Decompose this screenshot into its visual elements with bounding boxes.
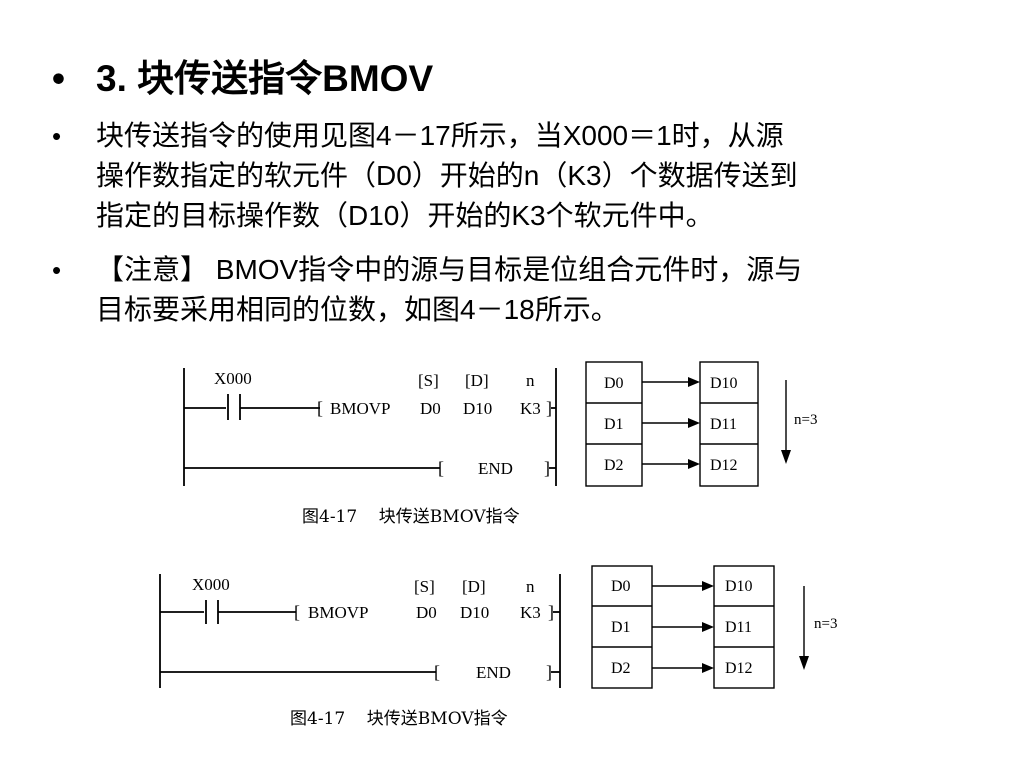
target-register: D10 bbox=[710, 375, 738, 392]
figure-caption: 图4-17 块传送BMOV指令 bbox=[302, 507, 520, 527]
bullet-line: 块传送指令的使用见图4－17所示，当X000＝1时，从源 bbox=[96, 120, 784, 151]
end-bracket-close: ] bbox=[544, 458, 550, 478]
target-register-block bbox=[699, 361, 759, 487]
dest-operand: D10 bbox=[460, 603, 489, 622]
contact-label: X000 bbox=[214, 369, 252, 388]
instruction-bracket-open: [ bbox=[294, 602, 300, 622]
figure-ladder-diagram-1: X000 [S] [D] n [ BMOVP D0 D10 K3 ] [ END… bbox=[180, 356, 860, 536]
target-register: D12 bbox=[725, 660, 753, 677]
instruction-bracket-close: ] bbox=[546, 398, 552, 418]
target-register: D11 bbox=[710, 416, 737, 433]
operand-header-d: [D] bbox=[465, 371, 489, 390]
operand-header-d: [D] bbox=[462, 577, 486, 596]
figure-ladder-diagram-2: X000 [S] [D] n [ BMOVP D0 D10 K3 ] [ END… bbox=[156, 560, 876, 740]
source-register: D2 bbox=[604, 457, 624, 474]
bullet-text: 【注意】 BMOV指令中的源与目标是位组合元件时，源与 目标要采用相同的位数，如… bbox=[96, 250, 962, 330]
bullet-line: 操作数指定的软元件（D0）开始的n（K3）个数据传送到 bbox=[96, 160, 798, 191]
bullet-marker: • bbox=[52, 255, 62, 285]
contact-label: X000 bbox=[192, 575, 230, 594]
operand-header-n: n bbox=[526, 371, 535, 390]
instruction-bracket-close: ] bbox=[548, 602, 554, 622]
target-register: D11 bbox=[725, 619, 752, 636]
count-label: n=3 bbox=[794, 412, 817, 428]
arrow-head bbox=[688, 459, 700, 469]
arrow-head bbox=[688, 377, 700, 387]
end-bracket-close: ] bbox=[546, 662, 552, 682]
bullet-marker: • bbox=[52, 121, 62, 151]
arrow-head bbox=[702, 581, 714, 591]
source-register: D2 bbox=[611, 660, 631, 677]
bullet-line: 目标要采用相同的位数，如图4－18所示。 bbox=[96, 294, 619, 325]
operand-header-n: n bbox=[526, 577, 535, 596]
source-register-block bbox=[585, 361, 643, 487]
bullet-item-usage: • 块传送指令的使用见图4－17所示，当X000＝1时，从源 操作数指定的软元件… bbox=[52, 116, 962, 236]
arrow-head bbox=[702, 622, 714, 632]
instruction-name: BMOVP bbox=[330, 399, 390, 418]
source-register: D1 bbox=[604, 416, 624, 433]
bullet-text: 块传送指令的使用见图4－17所示，当X000＝1时，从源 操作数指定的软元件（D… bbox=[96, 116, 962, 236]
source-register-block bbox=[591, 565, 653, 689]
figure-caption: 图4-17 块传送BMOV指令 bbox=[290, 709, 508, 729]
source-register: D0 bbox=[604, 375, 624, 392]
arrow-head bbox=[688, 418, 700, 428]
source-register: D0 bbox=[611, 578, 631, 595]
bullet-line: 指定的目标操作数（D10）开始的K3个软元件中。 bbox=[96, 200, 714, 231]
count-operand: K3 bbox=[520, 603, 541, 622]
title-bullet: • bbox=[52, 58, 65, 99]
ladder-diagram-svg: X000 [S] [D] n [ BMOVP D0 D10 K3 ] [ END… bbox=[159, 565, 837, 729]
end-instruction: END bbox=[478, 459, 513, 478]
dest-operand: D10 bbox=[463, 399, 492, 418]
count-operand: K3 bbox=[520, 399, 541, 418]
target-register-block bbox=[713, 565, 775, 689]
operand-header-s: [S] bbox=[418, 371, 439, 390]
instruction-name: BMOVP bbox=[308, 603, 368, 622]
slide-title: • 3. 块传送指令BMOV bbox=[52, 54, 962, 104]
end-bracket-open: [ bbox=[434, 662, 440, 682]
end-instruction: END bbox=[476, 663, 511, 682]
arrow-head bbox=[781, 450, 791, 464]
bullet-item-note: • 【注意】 BMOV指令中的源与目标是位组合元件时，源与 目标要采用相同的位数… bbox=[52, 250, 962, 330]
end-bracket-open: [ bbox=[438, 458, 444, 478]
operand-header-s: [S] bbox=[414, 577, 435, 596]
source-operand: D0 bbox=[416, 603, 437, 622]
target-register: D10 bbox=[725, 578, 753, 595]
count-label: n=3 bbox=[814, 616, 837, 632]
arrow-head bbox=[702, 663, 714, 673]
ladder-diagram-svg: X000 [S] [D] n [ BMOVP D0 D10 K3 ] [ END… bbox=[183, 361, 817, 527]
source-register: D1 bbox=[611, 619, 631, 636]
slide-title-text: 3. 块传送指令BMOV bbox=[96, 58, 434, 99]
bullet-line: 【注意】 BMOV指令中的源与目标是位组合元件时，源与 bbox=[96, 254, 803, 285]
arrow-head bbox=[799, 656, 809, 670]
source-operand: D0 bbox=[420, 399, 441, 418]
instruction-bracket-open: [ bbox=[317, 398, 323, 418]
target-register: D12 bbox=[710, 457, 738, 474]
